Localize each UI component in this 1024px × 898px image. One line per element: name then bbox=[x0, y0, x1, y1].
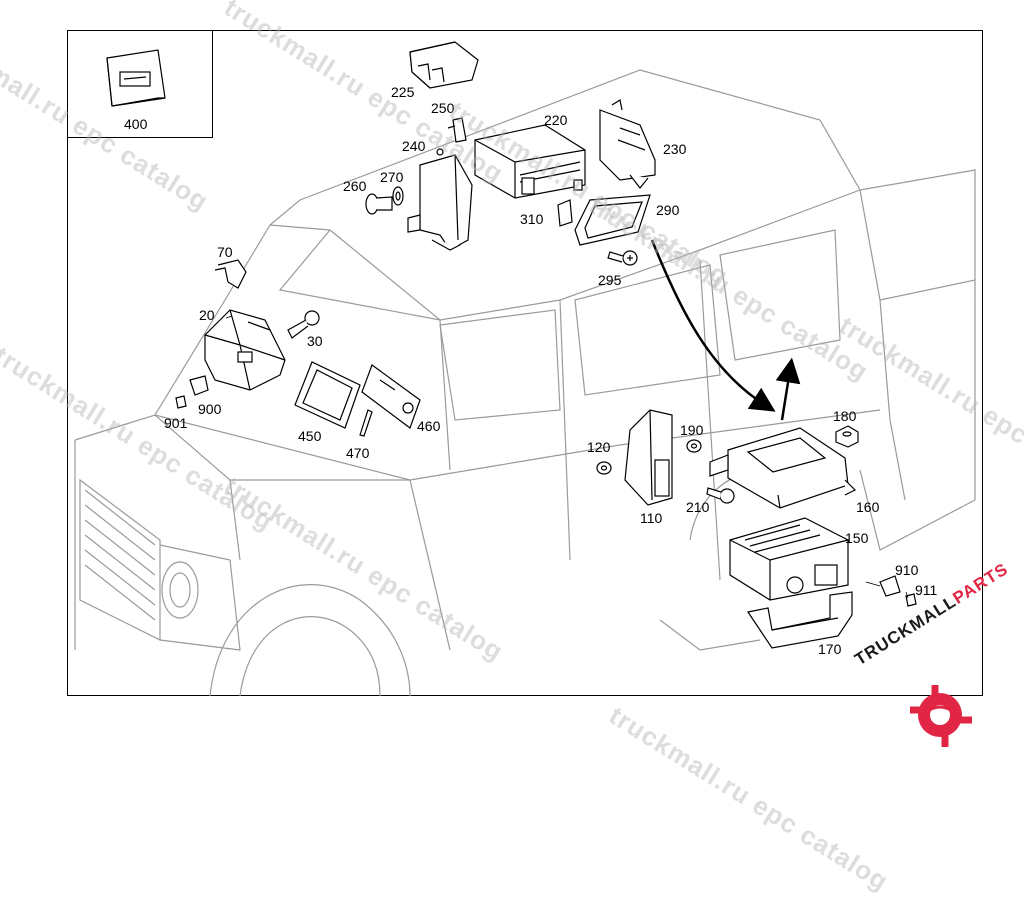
label-450: 450 bbox=[298, 428, 322, 444]
label-460: 460 bbox=[417, 418, 441, 434]
part-170-bracket bbox=[747, 591, 853, 649]
part-450-display bbox=[294, 361, 361, 429]
label-400: 400 bbox=[124, 116, 148, 132]
label-225: 225 bbox=[391, 84, 415, 100]
label-70: 70 bbox=[217, 244, 233, 260]
label-910: 910 bbox=[895, 562, 919, 578]
part-230-bracket bbox=[599, 99, 656, 189]
part-260-screw bbox=[365, 193, 393, 215]
part-225-module bbox=[409, 41, 479, 89]
part-470-screw bbox=[359, 409, 373, 437]
part-30-screw bbox=[287, 310, 320, 339]
part-220-control-unit bbox=[474, 124, 586, 199]
label-250: 250 bbox=[431, 100, 455, 116]
part-150-module bbox=[729, 517, 849, 601]
part-70-clip bbox=[214, 259, 247, 289]
label-911: 911 bbox=[915, 582, 938, 598]
part-250-clip bbox=[447, 117, 467, 143]
label-270: 270 bbox=[380, 169, 404, 185]
arrow-to-160 bbox=[650, 239, 776, 412]
label-180: 180 bbox=[833, 408, 857, 424]
part-160-bracket bbox=[709, 427, 857, 509]
label-30: 30 bbox=[307, 333, 323, 349]
label-901: 901 bbox=[164, 415, 188, 431]
label-295: 295 bbox=[598, 272, 622, 288]
label-170: 170 bbox=[818, 641, 842, 657]
part-911-pin bbox=[905, 593, 917, 607]
label-900: 900 bbox=[198, 401, 222, 417]
label-120: 120 bbox=[587, 439, 611, 455]
vehicle-outline bbox=[74, 69, 976, 697]
label-160: 160 bbox=[856, 499, 880, 515]
part-190-washer bbox=[686, 439, 702, 453]
part-295-screw bbox=[607, 250, 638, 266]
truckmall-logo-icon bbox=[910, 685, 972, 747]
part-400-manual bbox=[106, 49, 166, 107]
label-150: 150 bbox=[845, 530, 869, 546]
part-901-pin bbox=[175, 395, 187, 409]
part-110-cover bbox=[624, 409, 673, 506]
label-20: 20 bbox=[199, 307, 215, 323]
part-210-screw bbox=[706, 487, 735, 504]
part-labels: 400 225 250 220 240 230 270 260 290 310 … bbox=[124, 84, 938, 657]
label-470: 470 bbox=[346, 445, 370, 461]
part-120-washer bbox=[596, 461, 612, 475]
label-260: 260 bbox=[343, 178, 367, 194]
diagram-frame bbox=[67, 30, 983, 696]
part-270-washer bbox=[392, 186, 404, 206]
label-310: 310 bbox=[520, 211, 544, 227]
part-240-bracket bbox=[407, 148, 473, 251]
part-290-frame bbox=[574, 194, 651, 246]
part-900-connector bbox=[189, 375, 209, 396]
label-230: 230 bbox=[663, 141, 687, 157]
label-190: 190 bbox=[680, 422, 704, 438]
label-290: 290 bbox=[656, 202, 680, 218]
label-220: 220 bbox=[544, 112, 568, 128]
leader-lines bbox=[225, 315, 909, 599]
part-910-connector bbox=[879, 575, 901, 597]
label-240: 240 bbox=[402, 138, 426, 154]
part-310-clip bbox=[557, 199, 573, 227]
label-210: 210 bbox=[686, 499, 710, 515]
arrow-up bbox=[775, 357, 801, 421]
part-20-housing bbox=[204, 309, 286, 391]
diagram-svg: 400 225 250 220 240 230 270 260 290 310 … bbox=[74, 41, 976, 747]
part-180-nut bbox=[835, 425, 859, 448]
inset-box-manual bbox=[67, 30, 213, 138]
part-460-bracket bbox=[361, 364, 421, 429]
label-110: 110 bbox=[640, 510, 663, 526]
